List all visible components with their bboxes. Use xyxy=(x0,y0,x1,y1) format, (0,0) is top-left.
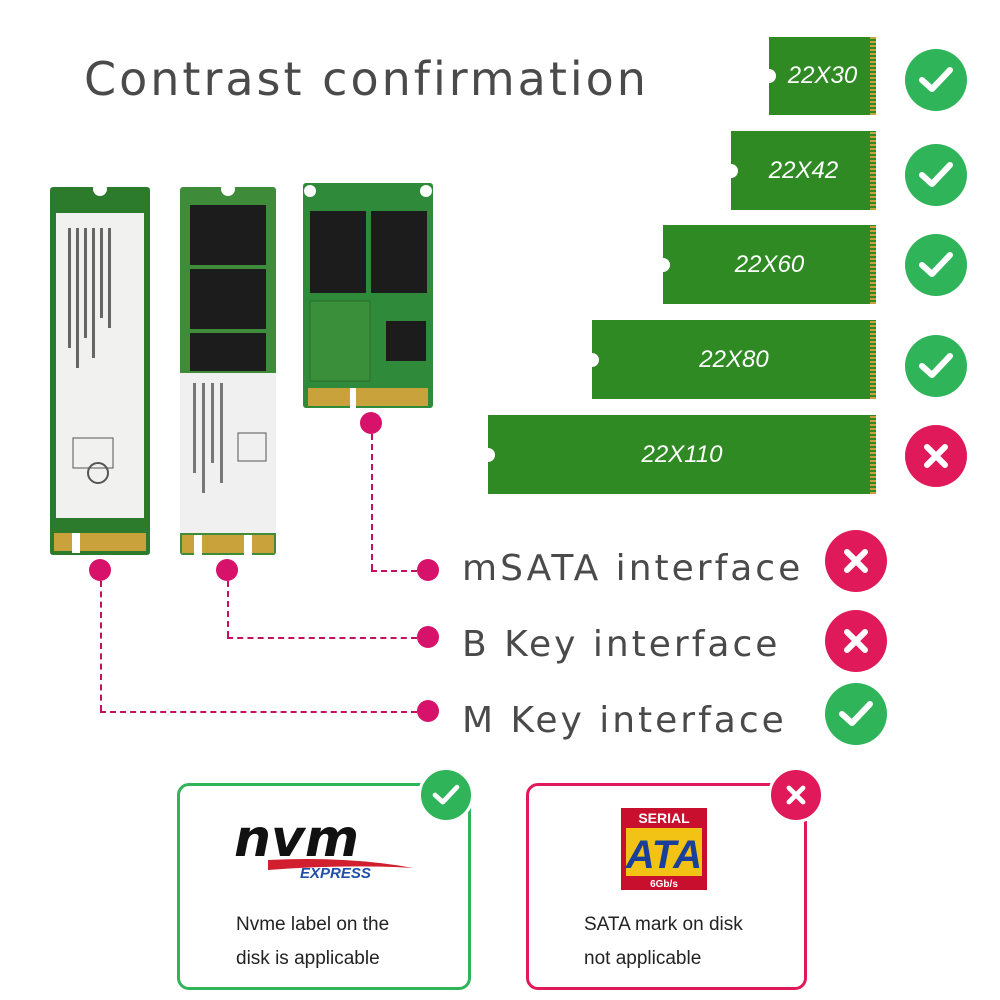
status-ok-nvme xyxy=(418,767,474,823)
sata-card-line2: not applicable xyxy=(584,948,702,969)
sata-logo-main: ATA xyxy=(625,833,702,877)
connector-line-mkey-v xyxy=(100,581,102,711)
status-ok-mkey xyxy=(825,683,887,745)
sata-card-line1: SATA mark on disk xyxy=(584,914,743,935)
x-icon xyxy=(924,444,948,468)
interface-label-bkey: B Key interface xyxy=(462,624,781,665)
m-key-ssd-image xyxy=(50,183,150,555)
size-label: 22X42 xyxy=(768,156,839,184)
connector-line-msata-h xyxy=(371,570,417,572)
status-no-22x110 xyxy=(905,425,967,487)
connector-dot-mkey xyxy=(89,559,111,581)
check-icon xyxy=(919,162,953,187)
x-icon xyxy=(786,785,806,805)
b-key-ssd-image xyxy=(180,183,276,555)
nvme-logo: nvm EXPRESS xyxy=(234,812,413,882)
sata-logo: SERIAL ATA 6Gb/s xyxy=(621,808,707,890)
connector-dot-bkey xyxy=(216,559,238,581)
size-label: 22X30 xyxy=(787,62,858,89)
status-ok-22x80 xyxy=(905,335,967,397)
interface-label-mkey: M Key interface xyxy=(462,700,787,741)
check-icon xyxy=(919,252,953,277)
check-icon xyxy=(839,701,873,726)
status-no-msata xyxy=(825,530,887,592)
x-icon xyxy=(844,549,868,573)
connector-line-msata-v xyxy=(371,434,373,570)
nvme-card-line2: disk is applicable xyxy=(236,948,380,969)
connector-line-bkey-h xyxy=(227,637,417,639)
connector-dot-mkey-end xyxy=(417,700,439,722)
size-label: 22X60 xyxy=(734,250,805,278)
status-no-sata xyxy=(768,767,824,823)
check-icon xyxy=(919,353,953,378)
sata-logo-top: SERIAL xyxy=(638,810,690,826)
connector-dot-bkey-end xyxy=(417,626,439,648)
nvme-card-line1: Nvme label on the xyxy=(236,914,390,935)
nvme-logo-sub: EXPRESS xyxy=(300,865,371,882)
status-no-bkey xyxy=(825,610,887,672)
connector-dot-msata-end xyxy=(417,559,439,581)
msata-ssd-image xyxy=(303,183,433,408)
connector-dot-msata xyxy=(360,412,382,434)
size-bar-22x30: 22X30 xyxy=(768,37,876,115)
connector-line-mkey-h xyxy=(100,711,417,713)
sata-logo-speed: 6Gb/s xyxy=(650,879,678,890)
status-ok-22x42 xyxy=(905,144,967,206)
sata-card: SERIAL ATA 6Gb/s SATA mark on disk not a… xyxy=(526,783,807,990)
size-label: 22X80 xyxy=(699,345,769,373)
nvme-card: nvm EXPRESS Nvme label on the disk is ap… xyxy=(177,783,471,990)
x-icon xyxy=(844,629,868,653)
check-icon xyxy=(919,67,953,92)
connector-line-bkey-v xyxy=(227,581,229,637)
check-icon xyxy=(432,784,460,805)
drive-photos xyxy=(50,183,433,555)
size-bar-22x110: 22X110 xyxy=(487,415,876,494)
status-ok-22x30 xyxy=(905,49,967,111)
size-bar-22x42: 22X42 xyxy=(730,131,876,210)
interface-label-msata: mSATA interface xyxy=(462,548,804,589)
size-label: 22X110 xyxy=(641,440,723,468)
size-bar-22x60: 22X60 xyxy=(662,225,876,304)
page-title: Contrast confirmation xyxy=(84,52,649,106)
size-bar-22x80: 22X80 xyxy=(591,320,876,399)
status-ok-22x60 xyxy=(905,234,967,296)
